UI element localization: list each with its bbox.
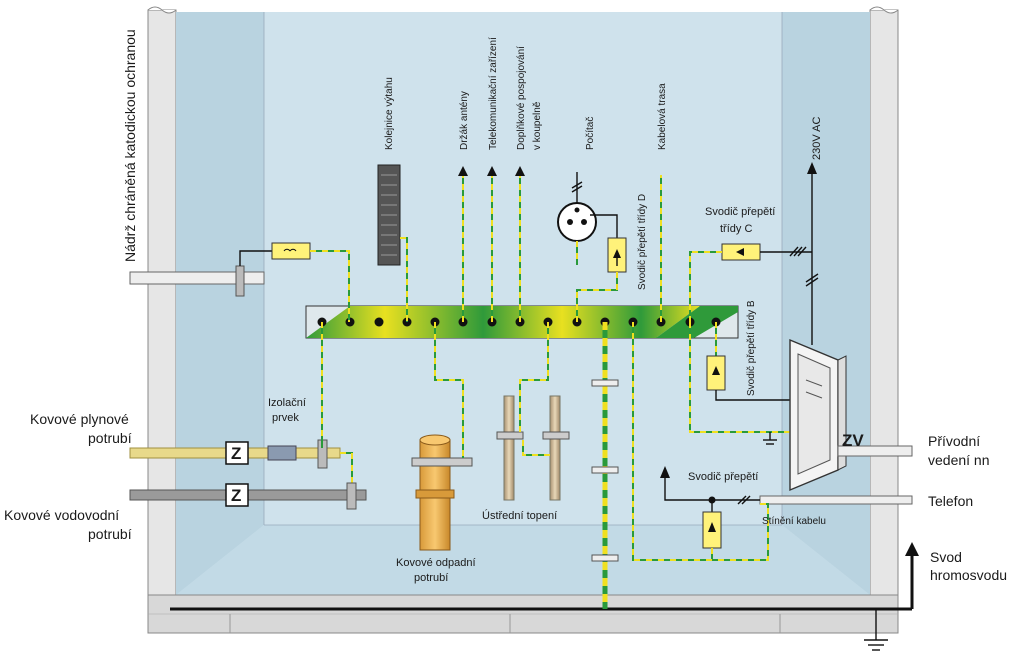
computer-label: Počítač (585, 117, 596, 150)
earth-conductor (170, 542, 919, 651)
extra-bonding-label-1: Doplňkové pospojování (516, 46, 527, 150)
computer-socket (557, 172, 627, 322)
waste-pipe-label-1: Kovové odpadní (396, 557, 476, 569)
waste-pipe-label-2: potrubí (414, 572, 448, 584)
antenna-label: Držák antény (459, 91, 470, 150)
waste-pipe (411, 322, 473, 551)
elevator-rails (377, 164, 408, 322)
lv-supply-label-1: Přívodní (928, 433, 980, 449)
ac-label: 230V AC (811, 117, 823, 160)
cable-shield-label: Stínění kabelu (762, 516, 826, 527)
gas-pipe-label-1: Kovové plynové (30, 411, 129, 427)
spd-b-label: Svodič přepětí třídy B (746, 300, 757, 396)
lightning-label-1: Svod (930, 549, 962, 565)
main-earthing-bar (305, 305, 739, 339)
extra-bonding-label-2: v koupelně (532, 101, 543, 150)
gas-pipe-label-2: potrubí (88, 430, 132, 446)
elevator-rails-label: Kolejnice výtahu (384, 77, 395, 150)
gas-pipe (129, 360, 341, 469)
insulator-label-2: prvek (272, 412, 299, 424)
water-pipe (129, 482, 367, 510)
water-pipe-label-2: potrubí (88, 526, 132, 542)
spd-label: Svodič přepětí (688, 471, 758, 483)
water-pipe-label-1: Kovové vodovodní (4, 507, 119, 523)
telecom-label: Telekomunikační zařízení (488, 37, 499, 150)
z-symbol-gas: Z (231, 444, 241, 463)
lightning-label-2: hromosvodu (930, 567, 1007, 583)
spd-c-label-2: třídy C (720, 223, 752, 235)
spd-class-b (689, 322, 790, 445)
spd-class-c (689, 162, 819, 345)
lv-supply-label-2: vedení nn (928, 452, 990, 468)
cable-route-label: Kabelová trasa (657, 83, 668, 150)
tank-pipe (129, 242, 350, 322)
main-distribution-cabinet (789, 338, 847, 492)
heating-label: Ústřední topení (482, 509, 557, 522)
spd-c-label-1: Svodič přepětí (705, 206, 775, 218)
z-symbol-water: Z (231, 486, 241, 505)
bonding-gas-water (321, 322, 353, 490)
insulator-label-1: Izolační (268, 397, 306, 409)
incoming-lines (632, 322, 913, 561)
upward-connections (458, 166, 525, 322)
tank-label: Nádrž chráněná katodickou ochranou (122, 29, 138, 262)
main-down-conductor (591, 322, 619, 609)
zv-symbol: ZV (842, 431, 864, 450)
phone-label: Telefon (928, 493, 973, 509)
central-heating (496, 322, 570, 501)
spd-d-label: Svodič přepětí třídy D (637, 194, 648, 290)
